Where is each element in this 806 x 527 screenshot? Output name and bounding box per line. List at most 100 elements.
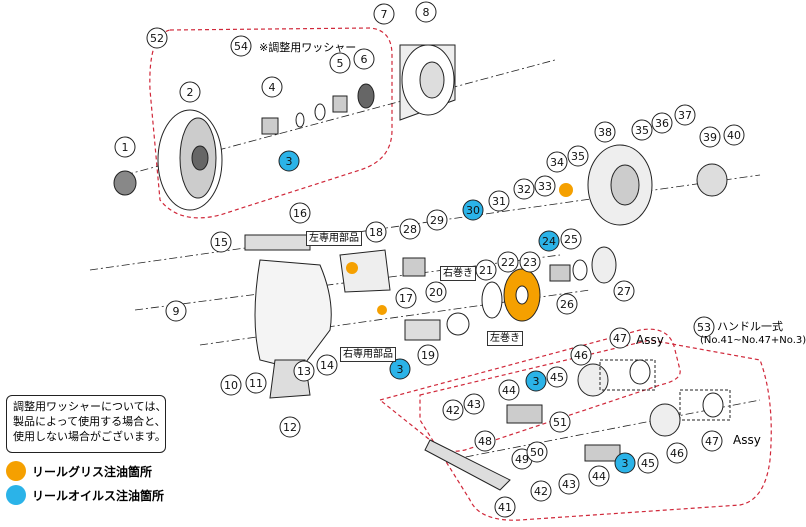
part-number-label: 49 bbox=[515, 453, 529, 466]
part-number-label: 41 bbox=[498, 501, 512, 514]
oil-point-marker bbox=[462, 199, 484, 221]
part-number-circle bbox=[570, 344, 592, 366]
washer-note-label: ※調整用ワッシャー bbox=[259, 41, 357, 54]
part-number-label: 50 bbox=[530, 446, 544, 459]
part-number-label: 33 bbox=[538, 180, 552, 193]
part-number-circle bbox=[329, 52, 351, 74]
part-number-circle bbox=[146, 27, 168, 49]
handle-arm bbox=[424, 439, 511, 491]
part-number-label: 17 bbox=[399, 292, 413, 305]
part-number-label: 3 bbox=[533, 375, 540, 388]
part-number-label: 54 bbox=[234, 40, 248, 53]
part-number-label: 43 bbox=[562, 478, 576, 491]
grease-dot-icon bbox=[377, 305, 387, 315]
handle-set-label: ハンドル一式 bbox=[717, 320, 783, 333]
part-number-label: 21 bbox=[479, 264, 493, 277]
part-number-circle bbox=[567, 145, 589, 167]
left-part bbox=[339, 249, 391, 293]
part-number-circle bbox=[293, 360, 315, 382]
part-number-label: 16 bbox=[293, 207, 307, 220]
part-27 bbox=[591, 246, 617, 284]
part-number-circle bbox=[519, 251, 541, 273]
part-number-label: 3 bbox=[397, 363, 404, 376]
oil-dot-icon bbox=[6, 485, 26, 505]
part-number-circle bbox=[609, 327, 631, 349]
part-20 bbox=[446, 312, 470, 336]
oil-point-marker bbox=[525, 370, 547, 392]
part-number-circle bbox=[316, 354, 338, 376]
part-number-label: 39 bbox=[703, 131, 717, 144]
part-number-circle bbox=[279, 416, 301, 438]
legend-grease: リールグリス注油箇所 bbox=[6, 461, 152, 481]
part-number-label: 3 bbox=[622, 457, 629, 470]
part-number-label: 6 bbox=[361, 53, 368, 66]
part-number-label: 35 bbox=[571, 150, 585, 163]
part-number-label: 46 bbox=[574, 349, 588, 362]
part-number-label: 42 bbox=[446, 404, 460, 417]
right-only-tag: 右専用部品 bbox=[340, 347, 396, 362]
oil-point-marker bbox=[538, 230, 560, 252]
part-number-label: 32 bbox=[517, 183, 531, 196]
part-number-label: 22 bbox=[501, 256, 515, 269]
part-number-circle bbox=[723, 124, 745, 146]
part-number-circle bbox=[560, 228, 582, 250]
part-number-label: 48 bbox=[478, 435, 492, 448]
part-19 bbox=[404, 319, 441, 341]
part-21 bbox=[481, 281, 503, 319]
part-number-circle bbox=[353, 48, 375, 70]
part-39 bbox=[696, 163, 728, 197]
part-number-label: 5 bbox=[337, 57, 344, 70]
part-number-label: 31 bbox=[492, 195, 506, 208]
part-number-label: 7 bbox=[381, 8, 388, 21]
part-number-label: 42 bbox=[534, 485, 548, 498]
part-number-circle bbox=[526, 441, 548, 463]
part-number-circle bbox=[546, 151, 568, 173]
part-number-label: 3 bbox=[286, 155, 293, 168]
part-number-label: 19 bbox=[421, 349, 435, 362]
part-number-label: 37 bbox=[678, 109, 692, 122]
right-hand-tag: 右巻き bbox=[440, 266, 476, 281]
washer-note-box: 調整用ワッシャーについては、 製品によって使用する場合と、 使用しない場合がござ… bbox=[6, 395, 166, 453]
part-number-label: 43 bbox=[467, 398, 481, 411]
part-number-circle bbox=[666, 442, 688, 464]
part-number-circle bbox=[365, 221, 387, 243]
part-number-label: 20 bbox=[429, 286, 443, 299]
part-number-circle bbox=[210, 231, 232, 253]
part-number-label: 38 bbox=[598, 126, 612, 139]
grease-dot-icon bbox=[6, 461, 26, 481]
note-line: 使用しない場合がございます。 bbox=[13, 430, 166, 443]
legend-oil-label: リールオイルス注油箇所 bbox=[32, 488, 165, 503]
part-number-circle bbox=[114, 136, 136, 158]
part-number-circle bbox=[488, 190, 510, 212]
part-number-circle bbox=[497, 251, 519, 273]
part-number-circle bbox=[463, 393, 485, 415]
part-number-label: 44 bbox=[502, 384, 516, 397]
grease-dot-icon bbox=[346, 262, 358, 274]
part-6 bbox=[357, 83, 375, 109]
part-number-circle bbox=[373, 3, 395, 25]
part-number-label: 45 bbox=[550, 371, 564, 384]
part-number-circle bbox=[651, 112, 673, 134]
part-number-circle bbox=[220, 374, 242, 396]
part-number-label: 2 bbox=[187, 86, 194, 99]
part-number-circle bbox=[289, 202, 311, 224]
part-number-label: 46 bbox=[670, 447, 684, 460]
oil-point-marker bbox=[614, 452, 636, 474]
handle-knob-a bbox=[506, 404, 543, 424]
part-number-circle bbox=[513, 178, 535, 200]
part-number-label: 14 bbox=[320, 359, 334, 372]
part-number-label: 9 bbox=[173, 305, 180, 318]
part-number-circle bbox=[415, 1, 437, 23]
note-line: 調整用ワッシャーについては、 bbox=[13, 400, 167, 413]
part-number-circle bbox=[546, 366, 568, 388]
part-number-label: 44 bbox=[592, 470, 606, 483]
part-number-circle bbox=[179, 81, 201, 103]
part-number-circle bbox=[588, 465, 610, 487]
handle-group-outline-b bbox=[419, 339, 772, 521]
part-number-label: 10 bbox=[224, 379, 238, 392]
part-number-circle bbox=[230, 35, 252, 57]
part-number-circle bbox=[631, 119, 653, 141]
part-number-circle bbox=[395, 287, 417, 309]
